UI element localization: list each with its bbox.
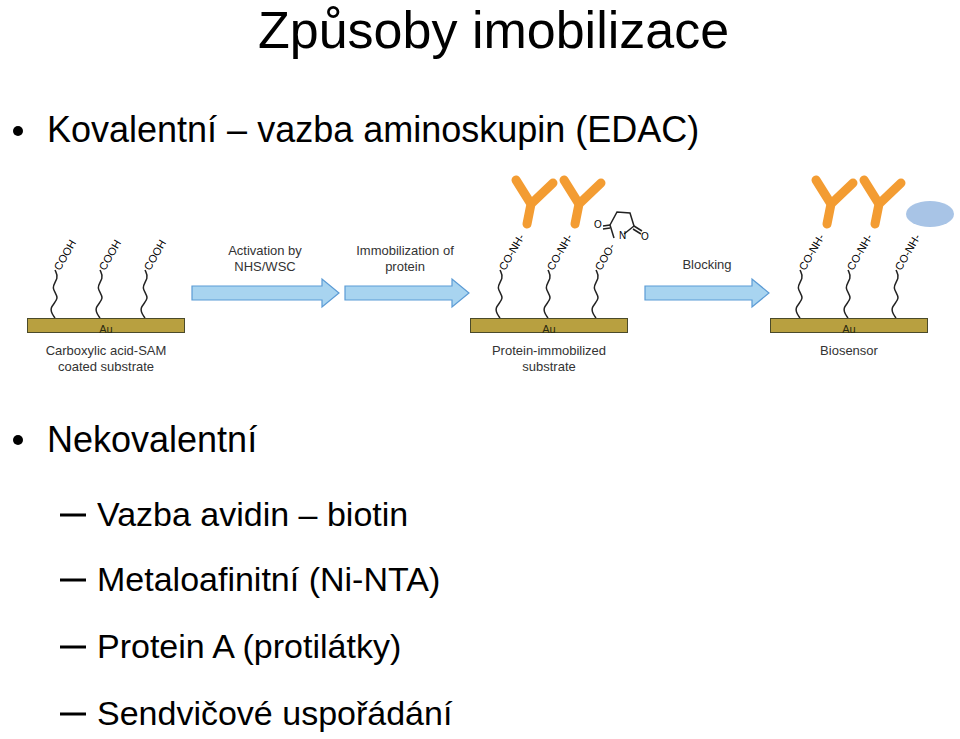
bullet-dot (13, 126, 23, 136)
substrate: AuBiosensor (770, 318, 928, 359)
sub-bullet-text: Protein A (protilátky) (97, 626, 401, 667)
chain-group: CO-NH- (892, 232, 923, 273)
layer-label: Au (842, 323, 855, 335)
chain-group: COOH (141, 238, 169, 273)
sam-chain (892, 270, 898, 318)
substrate: AuProtein-immobilized substrate (470, 318, 628, 375)
sam-chain (496, 270, 502, 318)
chain-group: CO-NH- (796, 232, 827, 273)
sam-chain (51, 270, 57, 318)
chain-group: COOH (96, 238, 124, 273)
gold-layer: Au (27, 318, 185, 333)
bullet-dot (13, 435, 23, 445)
layer-label: Au (99, 323, 112, 335)
blocking-protein (906, 201, 954, 227)
substrate-caption: Protein-immobilized substrate (474, 343, 624, 375)
bullet-dash (60, 579, 86, 582)
bullet-dash (60, 713, 86, 716)
gold-layer: Au (470, 318, 628, 333)
step-label: Immobilization of protein (345, 243, 465, 275)
atom-label: O (641, 231, 649, 243)
process-arrow (192, 279, 339, 307)
bullet-dash (60, 646, 86, 649)
antibody (516, 180, 601, 224)
chain-group: COOH (51, 238, 79, 273)
sam-chain (96, 270, 102, 318)
sam-chain (844, 270, 850, 318)
chain-group: CO-NH- (844, 232, 875, 273)
chain-group: CO-NH- (544, 232, 575, 273)
sub-bullet-text: Metaloafinitní (Ni-NTA) (97, 559, 440, 600)
gold-layer: Au (770, 318, 928, 333)
sam-chain (592, 270, 598, 318)
sub-bullet-text: Vazba avidin – biotin (97, 494, 408, 535)
slide-title: Způsoby imobilizace (258, 0, 729, 62)
sam-chains (51, 270, 898, 318)
chain-group: CO-NH- (496, 232, 527, 273)
substrate-caption: Biosensor (774, 343, 924, 359)
antibody (816, 180, 901, 224)
process-arrow (345, 279, 469, 307)
process-arrow (645, 279, 769, 307)
step-label: Blocking (657, 257, 757, 273)
chain-group: COO- (592, 241, 618, 272)
layer-label: Au (542, 323, 555, 335)
atom-label: O (594, 219, 602, 231)
atom-label: N (619, 230, 626, 242)
sam-chain (141, 270, 147, 318)
substrate: AuCarboxylic acid-SAM coated substrate (27, 318, 185, 375)
sub-bullet-text: Sendvičové uspořádání (97, 693, 452, 734)
substrate-caption: Carboxylic acid-SAM coated substrate (31, 343, 181, 375)
sam-chain (544, 270, 550, 318)
bullet-text: Kovalentní – vazba aminoskupin (EDAC) (47, 108, 699, 151)
sam-chain (796, 270, 802, 318)
bullet-dash (60, 514, 86, 517)
step-label: Activation by NHS/WSC (205, 243, 325, 275)
bullet-text: Nekovalentní (47, 418, 257, 461)
